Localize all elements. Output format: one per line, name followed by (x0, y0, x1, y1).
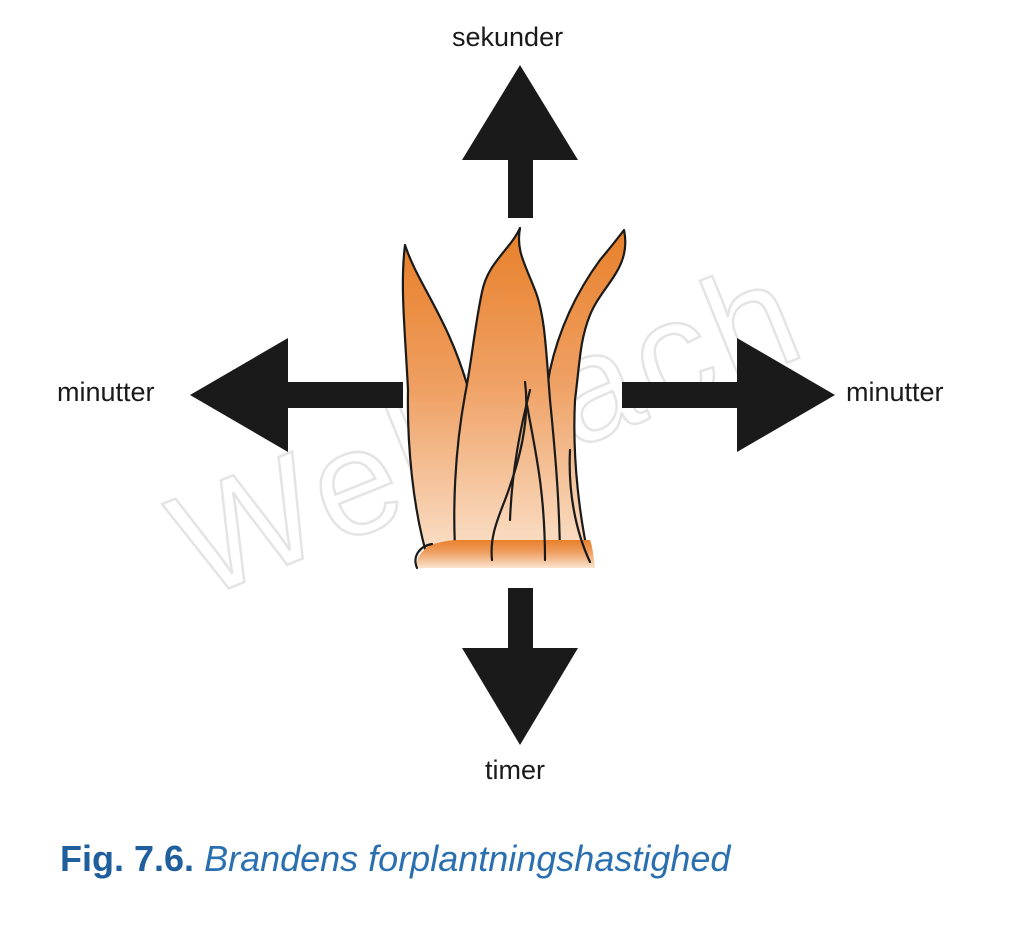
arrow-label-hours: timer (485, 755, 545, 785)
arrow-right-icon (622, 338, 835, 452)
arrow-left-icon (190, 338, 403, 452)
figure-caption: Fig. 7.6. Brandens forplantningshastighe… (60, 838, 730, 880)
arrow-up-icon (462, 65, 578, 218)
figure-number: Fig. 7.6. (60, 838, 195, 879)
arrow-label-minutes-left: minutter (57, 377, 155, 407)
flame-icon (401, 226, 627, 570)
figure-title: Brandens forplantningshastighed (204, 838, 731, 879)
arrow-label-minutes-right: minutter (846, 377, 944, 407)
arrow-label-seconds: sekunder (452, 22, 564, 52)
arrow-down-icon (462, 588, 578, 745)
